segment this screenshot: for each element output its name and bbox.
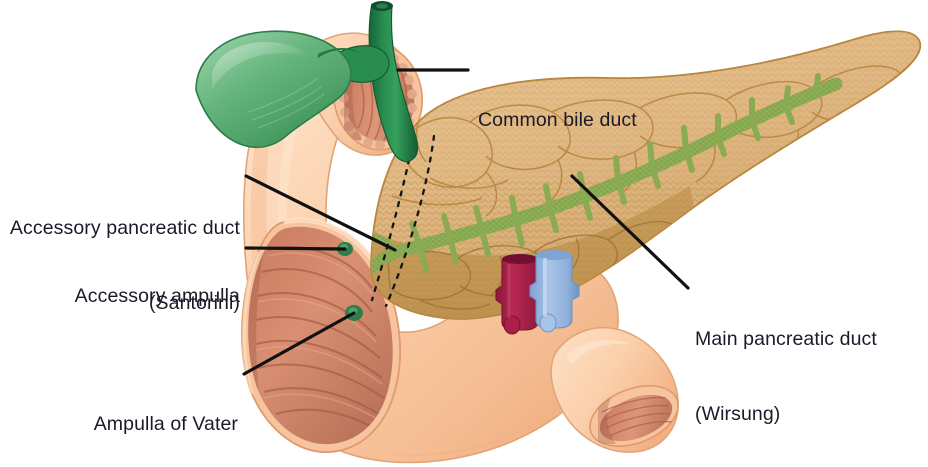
- label-accessory-pancreatic-duct-line2: (Santorini): [148, 292, 240, 314]
- lower-lumen-shadow: [598, 396, 616, 444]
- label-common-bile-duct-line1: Common bile duct: [478, 109, 637, 131]
- leader-accessory-ampulla: [244, 246, 347, 251]
- hidden-duct-path: [370, 134, 436, 308]
- label-ampulla-of-vater-line1: Ampulla of Vater: [93, 413, 238, 435]
- accessory-duct-texture: [371, 233, 399, 267]
- leader-main-pancreatic-duct: [570, 174, 690, 290]
- gallbladder-sheen: [247, 77, 325, 129]
- leader-lines: [242, 68, 690, 376]
- leader-accessory-pancreatic-duct: [244, 174, 397, 252]
- label-main-pancreatic-duct-line1: Main pancreatic duct: [695, 328, 877, 350]
- label-common-bile-duct: Common bile duct: [478, 58, 637, 183]
- main-duct-texture: [389, 77, 843, 259]
- label-accessory-pancreatic-duct: Accessory pancreatic duct (Santorini): [0, 166, 240, 366]
- label-accessory-ampulla-line1: Accessory ampulla: [74, 285, 240, 307]
- mucosa-left-shadow: [248, 226, 272, 445]
- bile-duct-cut-lumen: [376, 3, 388, 9]
- artery-branch: [503, 315, 521, 335]
- mucosa-folds: [255, 246, 385, 431]
- vein-cut-top: [536, 250, 572, 260]
- accessory-pancreatic-duct: [371, 233, 399, 267]
- superior-mesenteric-vein: [529, 251, 580, 329]
- label-main-pancreatic-duct-line2: (Wirsung): [695, 403, 781, 425]
- main-pancreatic-duct: [371, 73, 843, 318]
- duodenum-cut-edge-left: [242, 251, 260, 395]
- duodenum-lower-lumen-group: [598, 394, 673, 444]
- artery-cut-top: [502, 254, 538, 264]
- label-accessory-ampulla: Accessory ampulla: [0, 234, 240, 359]
- label-ampulla-of-vater: Ampulla of Vater: [0, 362, 238, 467]
- mesenteric-vessels: [495, 250, 580, 335]
- mucosa-folds-highlight: [255, 252, 383, 423]
- biliary-structure: [195, 1, 419, 163]
- label-accessory-pancreatic-duct-line1: Accessory pancreatic duct: [9, 217, 240, 239]
- main-duct-branches: [409, 73, 821, 273]
- gallbladder-neck: [318, 48, 362, 58]
- label-main-pancreatic-duct: Main pancreatic duct (Wirsung): [695, 277, 877, 467]
- leader-ampulla-of-vater: [242, 311, 356, 376]
- gallbladder-highlight: [212, 42, 310, 90]
- vein-branch: [539, 313, 557, 333]
- duodenum-lower-highlight: [566, 340, 630, 364]
- lower-lumen-folds: [601, 396, 673, 437]
